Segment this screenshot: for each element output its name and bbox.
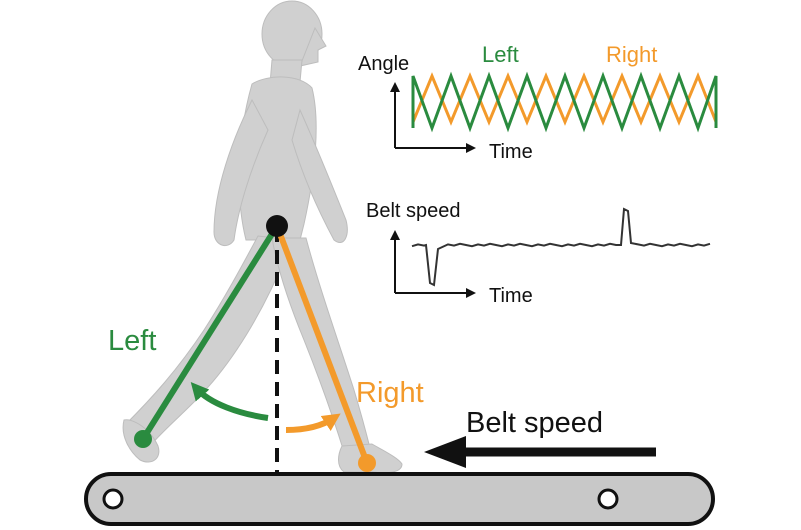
belt-speed-trace xyxy=(411,207,711,287)
right-leg-line xyxy=(274,224,370,465)
right-angle-arc xyxy=(285,413,341,433)
hip-joint-marker xyxy=(266,215,288,237)
belt-plot-xlabel: Time xyxy=(489,285,533,307)
right-roller xyxy=(597,488,619,510)
belt-speed-label: Belt speed xyxy=(466,407,603,439)
angle-plot-legend-left: Left xyxy=(482,42,519,67)
back-arm xyxy=(213,98,269,247)
front-arm xyxy=(291,108,348,243)
left-leg-label: Left xyxy=(108,325,156,357)
left-roller xyxy=(102,488,124,510)
right-leg-label: Right xyxy=(356,377,424,409)
left-angle-trace xyxy=(411,71,718,133)
belt-speed-plot: Belt speed Time xyxy=(366,200,711,307)
left-angle-arc xyxy=(190,381,269,421)
treadmill xyxy=(84,472,715,526)
left-foot-marker xyxy=(134,430,152,448)
treadmill-belt xyxy=(84,472,715,526)
left-leg-line xyxy=(140,224,280,441)
angle-plot-xlabel: Time xyxy=(489,141,533,163)
belt-speed-arrow-head xyxy=(424,436,466,468)
angle-plot-ylabel: Angle xyxy=(358,53,409,75)
angle-plot: Angle Left Right Time xyxy=(358,42,718,163)
belt-plot-ylabel: Belt speed xyxy=(366,200,461,222)
angle-plot-legend-right: Right xyxy=(606,42,657,67)
right-foot-marker xyxy=(358,454,376,472)
